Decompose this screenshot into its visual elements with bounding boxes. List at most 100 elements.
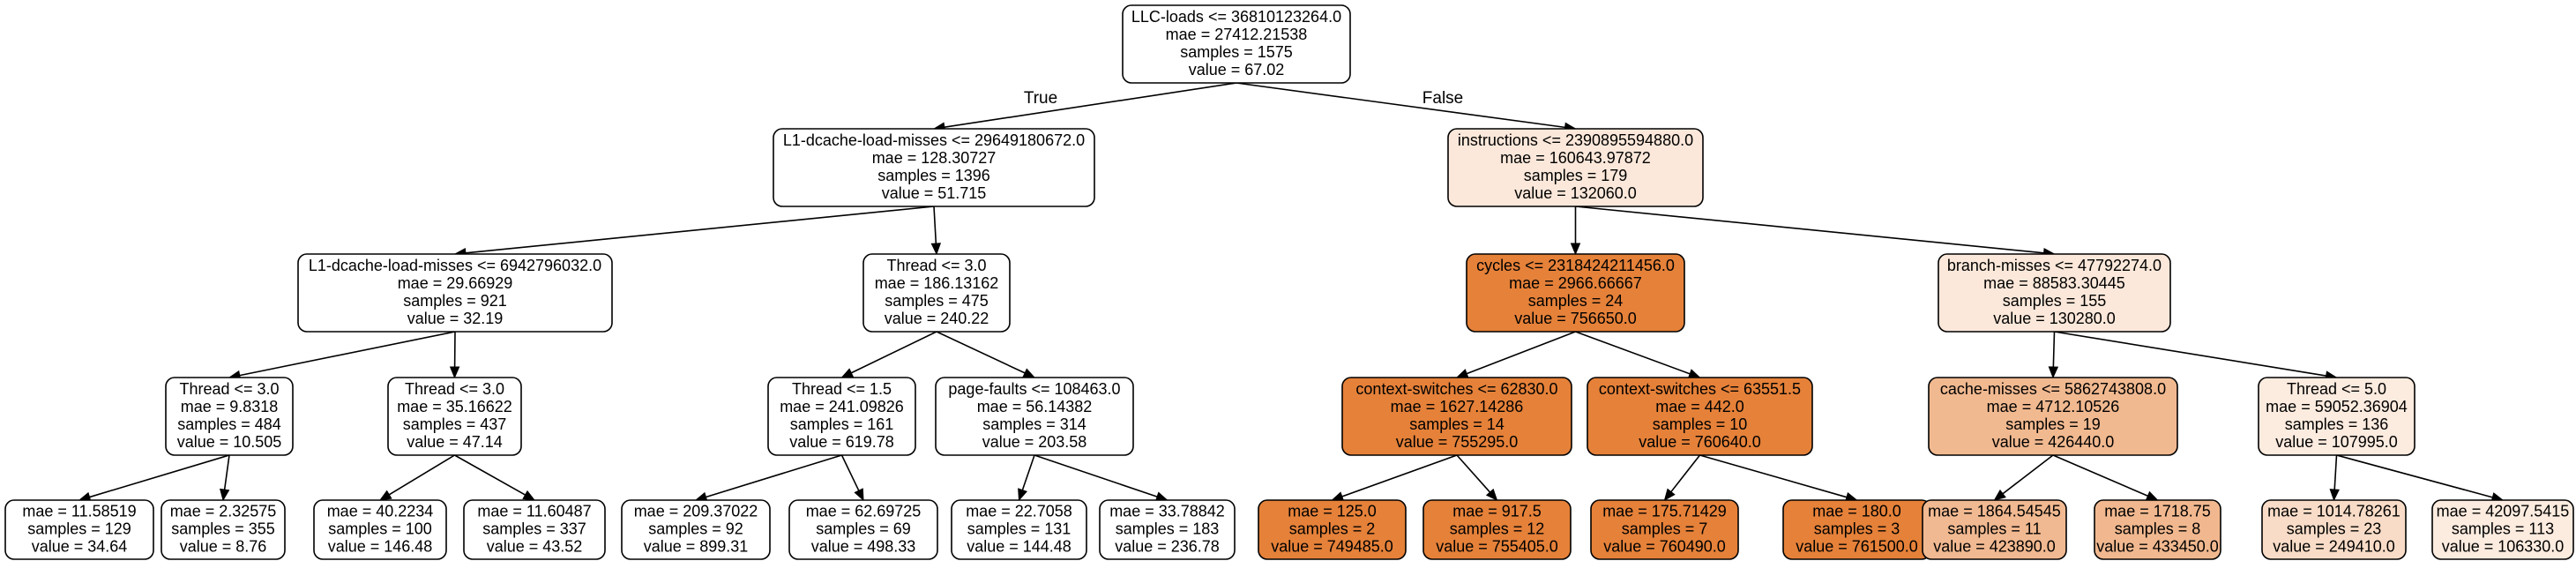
tree-node-line: samples = 136 <box>2285 415 2389 433</box>
tree-node-box <box>313 499 447 560</box>
tree-node-line: mae = 186.13162 <box>875 274 999 292</box>
tree-node-line: mae = 241.09826 <box>780 398 904 415</box>
tree-node-box <box>4 499 154 560</box>
tree-node-box <box>2261 499 2407 560</box>
tree-node-line: cycles <= 2318424211456.0 <box>1476 257 1675 274</box>
tree-edge-n7-n16 <box>223 454 230 490</box>
tree-edge-n9-n19 <box>706 454 842 498</box>
tree-node-line: samples = 12 <box>1450 520 1545 538</box>
tree-edge-n11-n23 <box>1341 454 1458 497</box>
tree-node-line: samples = 314 <box>982 415 1086 433</box>
tree-node-line: value = 749485.0 <box>1271 538 1393 556</box>
tree-node-box <box>1928 377 2178 456</box>
tree-node-line: value = 426440.0 <box>1992 433 2115 451</box>
tree-node-box <box>621 499 771 560</box>
tree-edge-n6-n14 <box>2054 331 2326 377</box>
tree-node-box <box>767 377 916 456</box>
tree-edge-arrowhead-n8-n18 <box>522 490 536 501</box>
tree-edge-arrowhead-n9-n20 <box>854 488 864 502</box>
tree-node-box <box>463 499 606 560</box>
tree-node-line: value = 107995.0 <box>2275 433 2398 451</box>
tree-node-line: value = 8.76 <box>180 538 267 556</box>
tree-edge-n12-n25 <box>1670 454 1701 493</box>
tree-node-line: value = 249410.0 <box>2273 538 2395 556</box>
tree-node-line: samples = 8 <box>2115 520 2201 538</box>
tree-node-line: samples = 11 <box>1947 520 2041 538</box>
tree-node-line: mae = 1718.75 <box>2104 503 2211 520</box>
tree-edge-arrowhead-n13-n27 <box>1993 489 2006 501</box>
edge-label-true: True <box>1024 89 1057 108</box>
tree-edge-n0-n1 <box>944 82 1237 128</box>
tree-node-line: samples = 23 <box>2287 520 2382 538</box>
tree-edge-n10-n22 <box>1034 454 1158 497</box>
tree-node-line: samples = 24 <box>1528 292 1624 310</box>
tree-node-line: mae = 4712.10526 <box>1987 398 2120 415</box>
tree-node-box <box>1341 377 1572 456</box>
tree-node-line: samples = 100 <box>328 520 432 538</box>
tree-node-box <box>1922 499 2067 560</box>
tree-node-line: branch-misses <= 47792274.0 <box>1947 257 2162 274</box>
tree-node-line: samples = 129 <box>27 520 131 538</box>
tree-edge-n11-n24 <box>1456 454 1491 493</box>
tree-edge-n1-n4 <box>933 206 937 244</box>
tree-node-line: L1-dcache-load-misses <= 6942796032.0 <box>309 257 601 274</box>
tree-node-line: samples = 10 <box>1653 415 1748 433</box>
tree-edge-n7-n15 <box>89 454 230 498</box>
tree-edge-arrowhead-n4-n9 <box>840 368 855 378</box>
tree-node-line: value = 760640.0 <box>1639 433 1761 451</box>
tree-node-line: mae = 59052.36904 <box>2266 398 2408 415</box>
tree-node-line: value = 10.505 <box>177 433 282 451</box>
tree-edge-n14-n30 <box>2336 454 2493 498</box>
tree-node-line: samples = 113 <box>2452 520 2554 538</box>
tree-node-line: value = 755405.0 <box>1436 538 1558 556</box>
tree-node-line: samples = 1396 <box>877 167 990 184</box>
tree-node-line: value = 236.78 <box>1115 538 1220 556</box>
tree-node-box <box>951 499 1087 560</box>
tree-node-line: mae = 88583.30445 <box>1983 274 2125 292</box>
tree-node-line: mae = 180.0 <box>1812 503 1901 520</box>
tree-node-line: samples = 131 <box>967 520 1071 538</box>
tree-node-line: samples = 69 <box>816 520 911 538</box>
tree-node-line: value = 756650.0 <box>1514 310 1637 327</box>
tree-node-line: context-switches <= 63551.5 <box>1599 380 1801 398</box>
tree-node-line: mae = 42097.5415 <box>2437 503 2570 520</box>
tree-node-line: mae = 128.30727 <box>872 149 997 167</box>
tree-edge-n4-n9 <box>850 331 937 374</box>
tree-node-box <box>297 253 613 333</box>
tree-node-box <box>165 377 294 456</box>
tree-edge-n8-n18 <box>454 454 526 496</box>
tree-node-line: mae = 27412.21538 <box>1166 26 1308 43</box>
tree-edge-arrowhead-n14-n29 <box>2329 489 2340 502</box>
tree-node-line: Thread <= 3.0 <box>405 380 504 398</box>
tree-node-line: mae = 29.66929 <box>398 274 513 292</box>
tree-node-box <box>935 377 1134 456</box>
tree-node-box <box>788 499 938 560</box>
tree-node-line: mae = 917.5 <box>1452 503 1542 520</box>
tree-node-line: Thread <= 3.0 <box>886 257 986 274</box>
tree-node-box <box>1099 499 1236 560</box>
tree-node-line: context-switches <= 62830.0 <box>1355 380 1557 398</box>
tree-edge-n5-n11 <box>1466 331 1576 375</box>
tree-node-line: cache-misses <= 5862743808.0 <box>1940 380 2166 398</box>
tree-node-line: samples = 921 <box>403 292 507 310</box>
tree-edge-n9-n20 <box>840 454 860 491</box>
tree-node-box <box>2094 499 2221 560</box>
tree-node-line: mae = 125.0 <box>1288 503 1377 520</box>
tree-node-box <box>1938 253 2171 333</box>
tree-node-line: samples = 161 <box>790 415 894 433</box>
